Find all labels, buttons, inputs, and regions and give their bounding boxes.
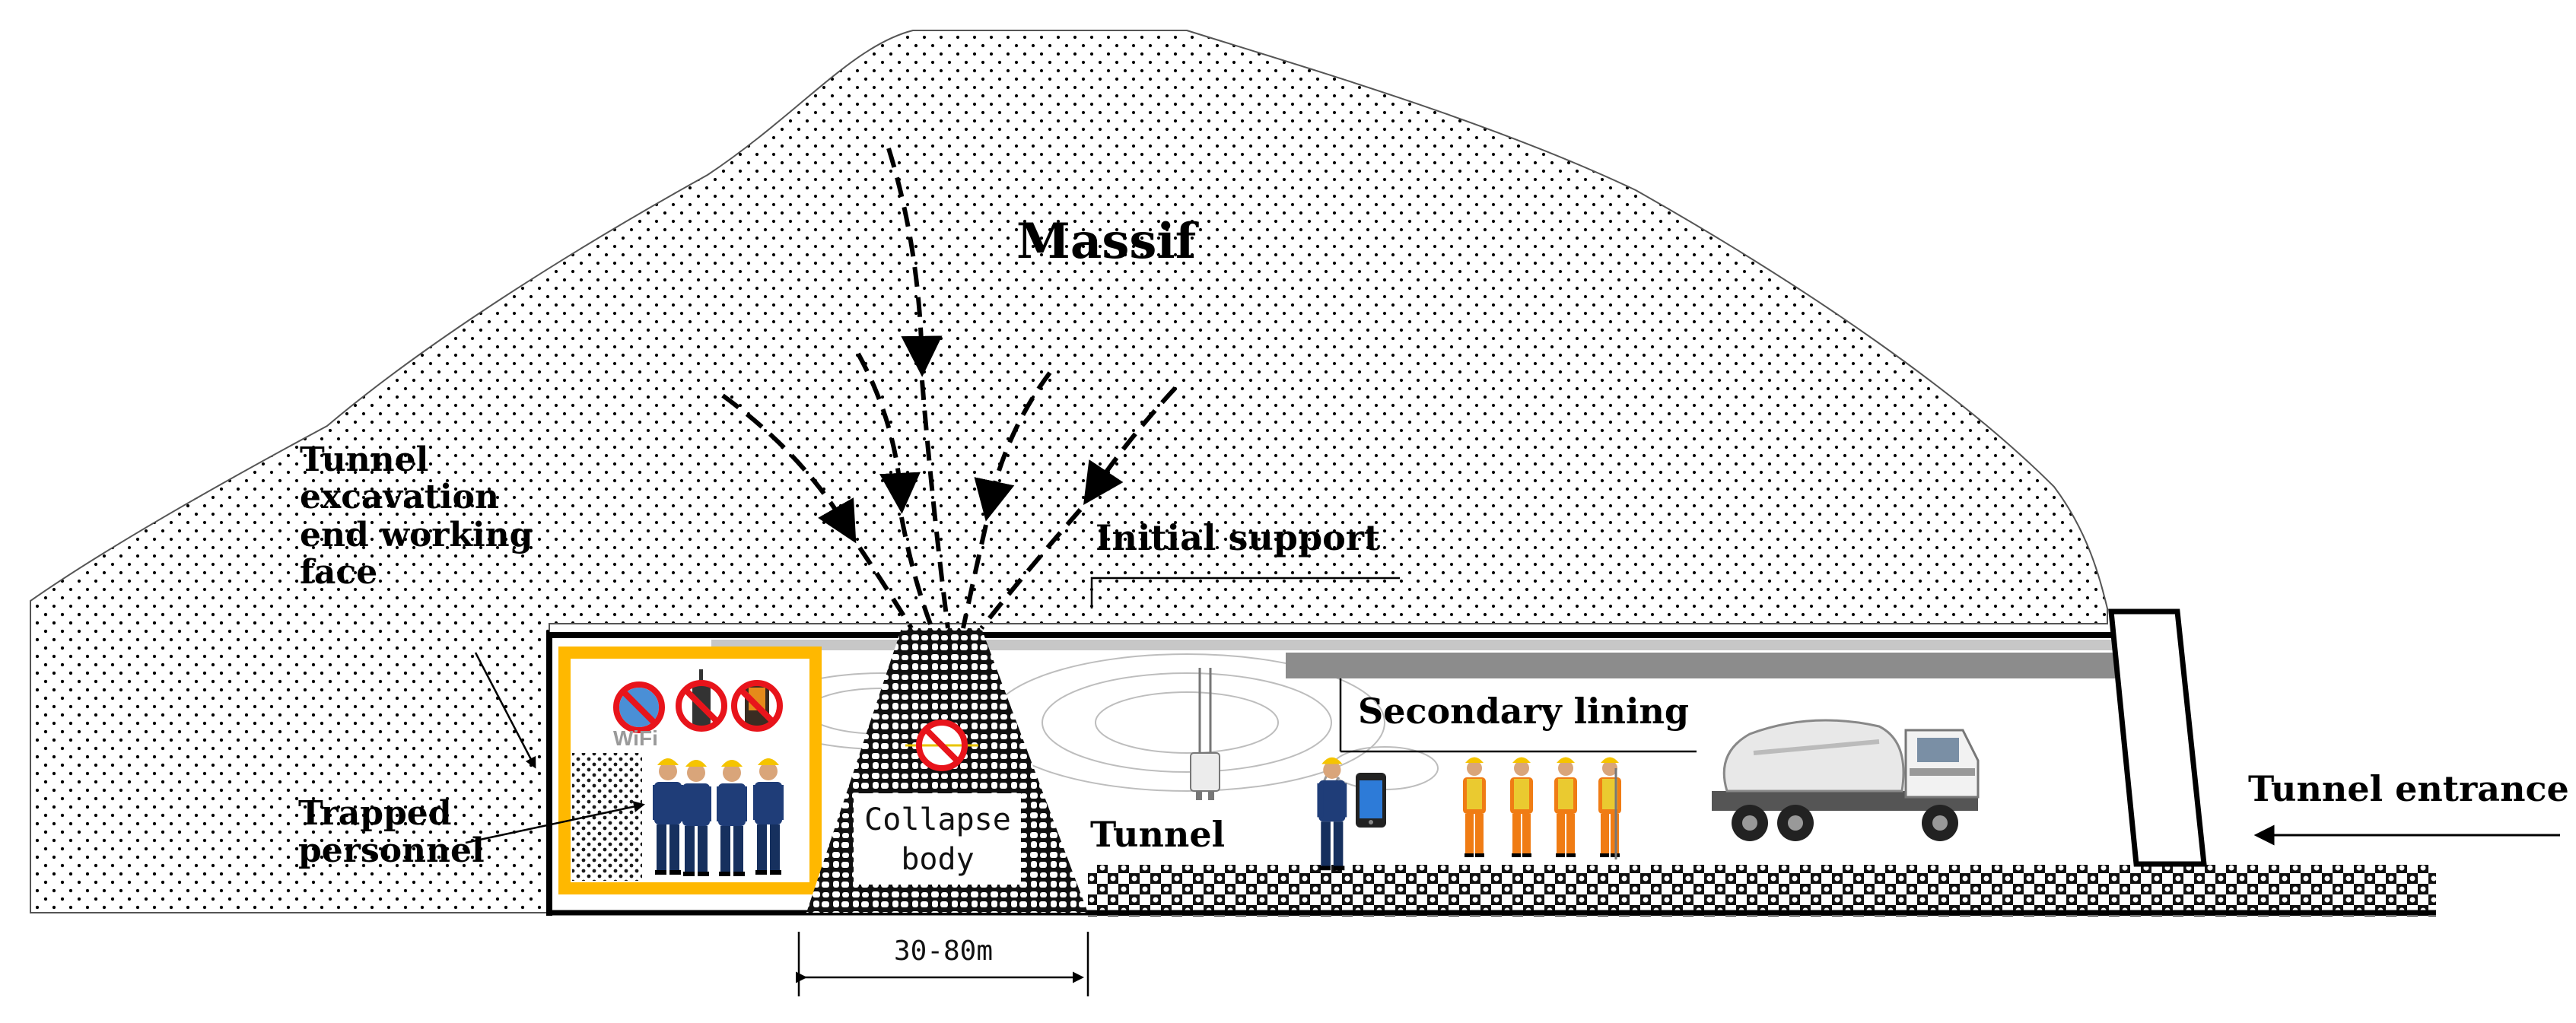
collapse-body-label-box [854, 793, 1021, 885]
secondary-lining [1286, 653, 2115, 678]
smartphone-icon [1356, 773, 1386, 828]
concrete-mixer-truck-icon [1712, 719, 1980, 841]
massif-label: Massif [1016, 213, 1197, 270]
stress-arrows [721, 148, 1178, 630]
trapped-personnel-frame [558, 647, 822, 894]
wifi-label: WiFi [613, 726, 658, 750]
collapse-body-label: Collapse body [856, 800, 1019, 879]
dimension-line [796, 932, 1089, 996]
no-signal-icon [905, 720, 978, 771]
dimension-label: 30-80m [893, 936, 994, 967]
working-face-line-2: excavation [300, 478, 499, 517]
working-face-label: Tunnel excavation end working face [300, 441, 533, 591]
face-arrow [474, 652, 536, 769]
personnel-arrow [465, 801, 645, 844]
tunnel-entrance-label: Tunnel entrance [2248, 768, 2569, 809]
no-wifi-icon [616, 685, 662, 730]
no-phone-icon [734, 683, 780, 729]
massif-mountain [30, 30, 2108, 913]
tunnel-portal [2108, 608, 2207, 867]
working-face-line-3: end working [300, 515, 533, 554]
trapped-personnel-label: Trapped personnel [298, 795, 485, 870]
no-radio-icon [679, 669, 724, 729]
collapse-line-1: Collapse [864, 802, 1011, 837]
working-face-line-1: Tunnel [300, 440, 429, 479]
collapse-line-2: body [901, 842, 975, 877]
initial-support-label: Initial support [1096, 517, 1381, 558]
massif-outline-fill-left [30, 608, 549, 913]
antenna-icon [1190, 668, 1220, 800]
tunnel-label: Tunnel [1090, 814, 1226, 855]
working-face-line-4: face [300, 552, 378, 592]
tunnel-floor [1088, 865, 2436, 917]
initial-support-band [711, 640, 2115, 650]
trapped-line-1: Trapped [298, 794, 452, 833]
trapped-line-2: personnel [298, 831, 485, 871]
leader-lines [1090, 577, 1697, 753]
secondary-lining-label: Secondary lining [1358, 691, 1690, 732]
